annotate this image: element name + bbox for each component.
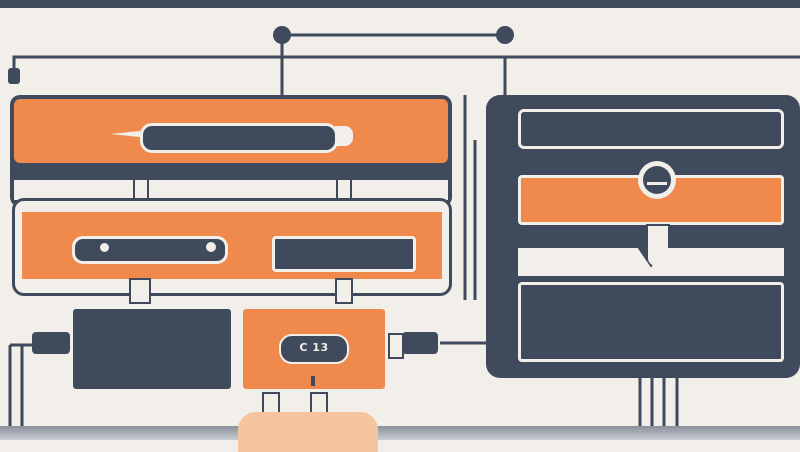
center-screen-label: C 13 xyxy=(299,341,329,354)
top-pill-left-cap xyxy=(110,130,150,138)
right-bottom-box[interactable] xyxy=(518,282,784,362)
circle-knob-icon[interactable] xyxy=(273,26,291,44)
top-pill[interactable] xyxy=(140,123,338,153)
left-pill[interactable] xyxy=(72,236,228,264)
top-strip xyxy=(0,0,800,8)
circle-knob-icon[interactable] xyxy=(496,26,514,44)
bottom-strip xyxy=(0,426,800,440)
inner-display xyxy=(272,236,416,272)
bottom-left-box[interactable] xyxy=(70,306,234,392)
center-screen xyxy=(279,334,349,364)
right-header-box[interactable] xyxy=(518,109,784,149)
side-plug xyxy=(8,68,20,84)
top-pill-right-cap xyxy=(335,126,353,146)
